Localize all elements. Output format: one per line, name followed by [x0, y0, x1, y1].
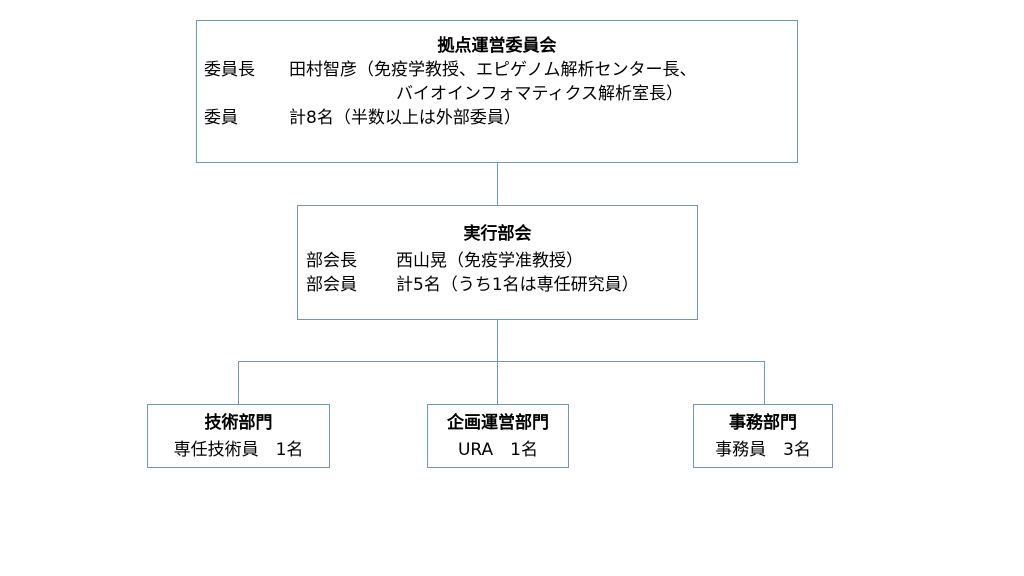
- committee-members-value: 計8名（半数以上は外部委員）: [289, 108, 521, 128]
- executive-chair-label: 部会長: [306, 251, 357, 271]
- department-office-title: 事務部門: [729, 413, 797, 433]
- committee-box: 拠点運営委員会 委員長 田村智彦（免疫学教授、エピゲノム解析センター長、 バイオイ…: [196, 20, 798, 163]
- connector-office-drop: [764, 361, 766, 404]
- committee-chair-label: 委員長: [204, 60, 255, 80]
- department-technical-detail: 専任技術員 1名: [173, 440, 304, 460]
- department-technical-box: 技術部門 専任技術員 1名: [147, 404, 330, 468]
- connector-tech-drop: [238, 361, 240, 404]
- committee-title: 拠点運営委員会: [437, 36, 557, 56]
- executive-chair-value: 西山晃（免疫学准教授）: [396, 251, 583, 271]
- connector-horizontal: [238, 361, 765, 363]
- committee-chair-value-cont: バイオインフォマティクス解析室長）: [396, 84, 683, 104]
- department-planning-title: 企画運営部門: [447, 413, 549, 433]
- committee-chair-value: 田村智彦（免疫学教授、エピゲノム解析センター長、: [289, 60, 697, 80]
- connector-executive-down: [497, 320, 499, 361]
- executive-title: 実行部会: [463, 224, 532, 244]
- department-technical-title: 技術部門: [204, 413, 273, 433]
- connector-planning-drop: [497, 361, 499, 404]
- connector-committee-executive: [497, 162, 499, 206]
- department-office-detail: 事務員 3名: [715, 440, 811, 460]
- executive-box: 実行部会 部会長 西山晃（免疫学准教授） 部会員 計5名（うち1名は専任研究員）: [297, 205, 698, 320]
- department-planning-box: 企画運営部門 URA 1名: [427, 404, 569, 468]
- department-planning-detail: URA 1名: [457, 440, 538, 460]
- executive-members-label: 部会員: [306, 275, 357, 295]
- executive-members-value: 計5名（うち1名は専任研究員）: [396, 275, 639, 295]
- committee-members-label: 委員: [204, 108, 238, 128]
- department-office-box: 事務部門 事務員 3名: [693, 404, 833, 468]
